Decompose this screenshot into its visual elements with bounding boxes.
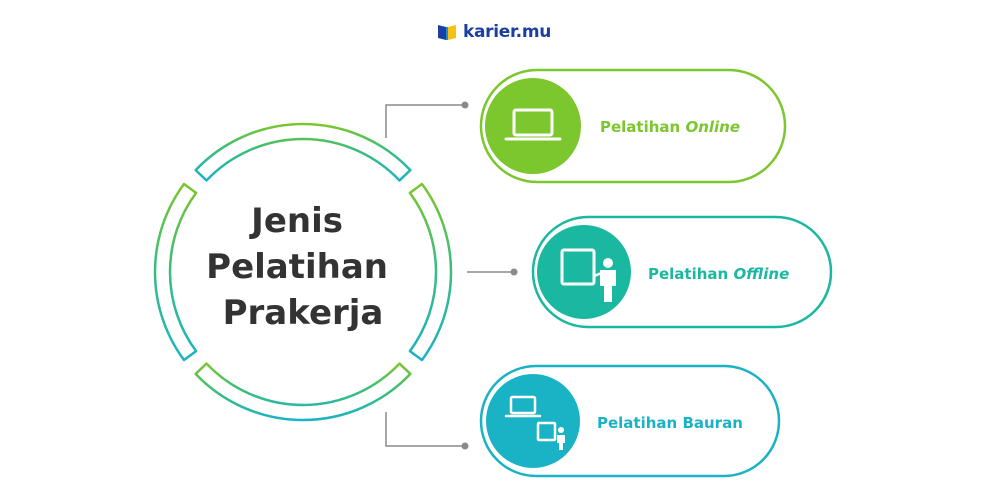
book-icon (438, 25, 456, 40)
ring-segment (194, 122, 412, 182)
item-label: Pelatihan Bauran (597, 414, 743, 432)
center-title-line-3: Prakerja (223, 293, 384, 333)
item-icon-circle (537, 225, 631, 319)
item-label: Pelatihan Offline (648, 265, 789, 283)
item-icon-circle (485, 78, 581, 174)
center-title-line-2: Pelatihan (206, 247, 388, 287)
whiteboard-teacher-icon (560, 248, 616, 302)
center-title-line-1: Jenis (249, 201, 343, 241)
item-icon-circle (486, 374, 580, 468)
item-label: Pelatihan Online (600, 118, 740, 136)
laptop-and-teacher-icon (504, 395, 565, 450)
segmented-ring (153, 122, 453, 422)
ring-segment (408, 182, 453, 362)
laptop-icon (504, 108, 562, 141)
connector-offline (467, 268, 518, 276)
item-pelatihan-online[interactable]: Pelatihan Online (479, 68, 787, 184)
connector-bauran (385, 412, 469, 450)
center-title: Jenis Pelatihan Prakerja (206, 201, 400, 333)
brand-name: karier.mu (463, 22, 552, 42)
brand-logo[interactable]: karier.mu (437, 22, 551, 42)
ring-segment (153, 182, 198, 362)
item-pelatihan-offline[interactable]: Pelatihan Offline (531, 215, 833, 329)
item-pelatihan-bauran[interactable]: Pelatihan Bauran (479, 364, 781, 478)
ring-segment (194, 362, 412, 422)
connector-online (385, 101, 469, 138)
